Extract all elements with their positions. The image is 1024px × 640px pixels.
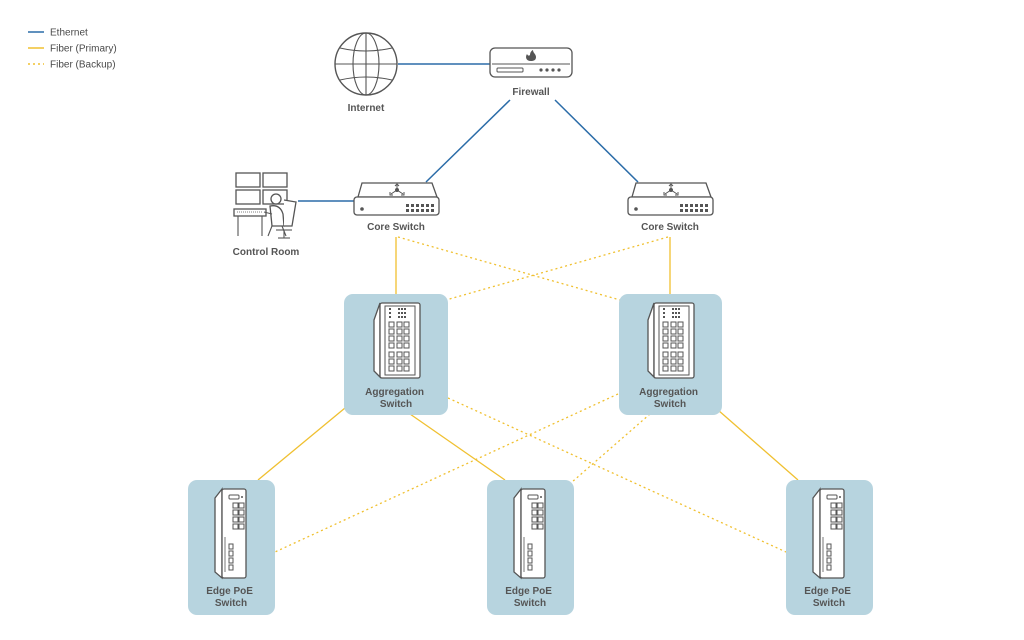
edge-poe-switch-right-label-line1: Edge PoE xyxy=(804,586,851,597)
aggregation-switch-right-label-line2: Switch xyxy=(654,399,686,410)
aggregation-switch-left-node[interactable]: Aggregation Switch xyxy=(344,294,448,415)
link-firewall-core-right xyxy=(554,99,639,183)
backup-agg-right-edge-middle xyxy=(571,413,651,483)
control-room-node[interactable]: Control Room xyxy=(233,172,300,258)
legend-fiber-backup-label: Fiber (Backup) xyxy=(50,60,116,71)
fiber-agg-left-edge-middle xyxy=(409,413,506,481)
legend-ethernet-label: Ethernet xyxy=(50,28,88,39)
edge-poe-switch-middle-label: Edge PoE Switch xyxy=(505,586,554,609)
edge-poe-switch-left-label: Edge PoE Switch xyxy=(206,586,255,609)
internet-node[interactable]: Internet xyxy=(334,32,398,114)
core-switch-right-node[interactable]: Core Switch xyxy=(627,182,714,233)
aggregation-switch-right-node[interactable]: Aggregation Switch xyxy=(619,294,722,415)
edge-poe-switch-icon xyxy=(513,487,546,580)
internet-label: Internet xyxy=(348,103,385,114)
edge-poe-switch-middle-node[interactable]: Edge PoE Switch xyxy=(487,480,574,615)
aggregation-switch-left-label: Aggregation Switch xyxy=(365,387,427,410)
firewall-node[interactable]: Firewall xyxy=(489,47,573,98)
edge-poe-switch-middle-label-line1: Edge PoE xyxy=(505,586,552,597)
firewall-icon xyxy=(489,47,573,78)
backup-agg-left-edge-right xyxy=(447,397,787,553)
edge-poe-switch-left-node[interactable]: Edge PoE Switch xyxy=(188,480,275,615)
legend-fiber-primary-label: Fiber (Primary) xyxy=(50,44,117,55)
core-switch-icon xyxy=(627,182,714,216)
core-switch-icon xyxy=(353,182,440,216)
aggregation-switch-left-label-line1: Aggregation xyxy=(365,387,424,398)
operator-workstation-icon xyxy=(233,172,297,239)
core-switch-left-label: Core Switch xyxy=(367,222,425,233)
firewall-label: Firewall xyxy=(512,87,549,98)
edge-poe-switch-left-label-line1: Edge PoE xyxy=(206,586,253,597)
aggregation-switch-right-label: Aggregation Switch xyxy=(639,387,701,410)
aggregation-switch-icon xyxy=(373,302,421,379)
aggregation-switch-left-label-line2: Switch xyxy=(380,399,412,410)
core-switch-left-node[interactable]: Core Switch xyxy=(353,182,440,233)
aggregation-switch-right-label-line1: Aggregation xyxy=(639,387,698,398)
globe-icon xyxy=(334,32,398,96)
backup-core-left-agg-right xyxy=(397,236,621,301)
core-switch-right-label: Core Switch xyxy=(641,222,699,233)
connections xyxy=(257,63,799,553)
edge-poe-switch-right-label-line2: Switch xyxy=(813,598,845,609)
edge-poe-switch-middle-label-line2: Switch xyxy=(514,598,546,609)
fiber-agg-left-edge-left xyxy=(257,407,346,481)
edge-poe-switch-right-label: Edge PoE Switch xyxy=(804,586,853,609)
backup-core-right-agg-left xyxy=(445,236,669,301)
edge-poe-switch-right-node[interactable]: Edge PoE Switch xyxy=(786,480,873,615)
fiber-agg-right-edge-right xyxy=(717,409,799,481)
edge-poe-switch-icon xyxy=(214,487,247,580)
aggregation-switch-icon xyxy=(647,302,695,379)
link-firewall-core-left xyxy=(425,99,511,183)
control-room-label: Control Room xyxy=(233,247,300,258)
edge-poe-switch-icon xyxy=(812,487,845,580)
edge-poe-switch-left-label-line2: Switch xyxy=(215,598,247,609)
legend: Ethernet Fiber (Primary) Fiber (Backup) xyxy=(28,28,117,71)
